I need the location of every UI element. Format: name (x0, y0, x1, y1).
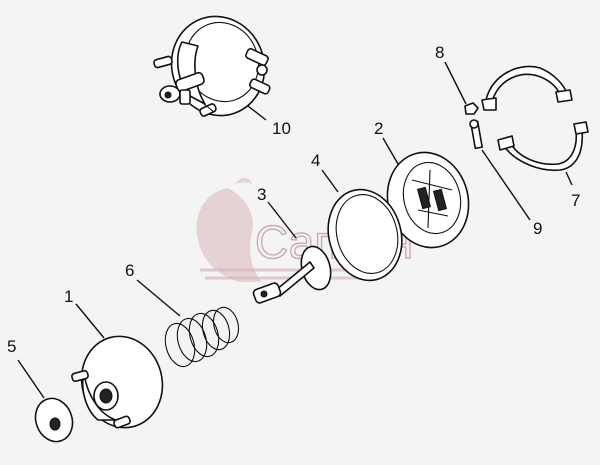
callout-2: 2 (374, 119, 383, 138)
watermark-logo (196, 188, 262, 282)
part-3-push-rod (252, 245, 332, 304)
callout-3: 3 (257, 185, 266, 204)
callout-8: 8 (435, 43, 444, 62)
part-6-spring (164, 306, 240, 368)
part-5-washer (34, 397, 74, 443)
callout-9: 9 (533, 219, 542, 238)
callout-6: 6 (125, 261, 134, 280)
callout-1: 1 (64, 287, 73, 306)
part-9-bolt (469, 119, 483, 150)
callout-7: 7 (571, 191, 580, 210)
part-1-housing (71, 335, 164, 429)
callout-4: 4 (311, 151, 320, 170)
part-7-clamp (481, 65, 589, 172)
callout-labels: 10 2 3 4 8 9 7 6 1 5 (7, 43, 580, 356)
callout-5: 5 (7, 337, 16, 356)
watermark-logo-flame (235, 178, 252, 184)
leader-lines (17, 61, 573, 399)
part-8-nut (464, 102, 479, 115)
callout-10: 10 (272, 119, 291, 138)
part-10-brake-chamber (153, 15, 271, 117)
part-4-diaphragm (327, 188, 403, 282)
